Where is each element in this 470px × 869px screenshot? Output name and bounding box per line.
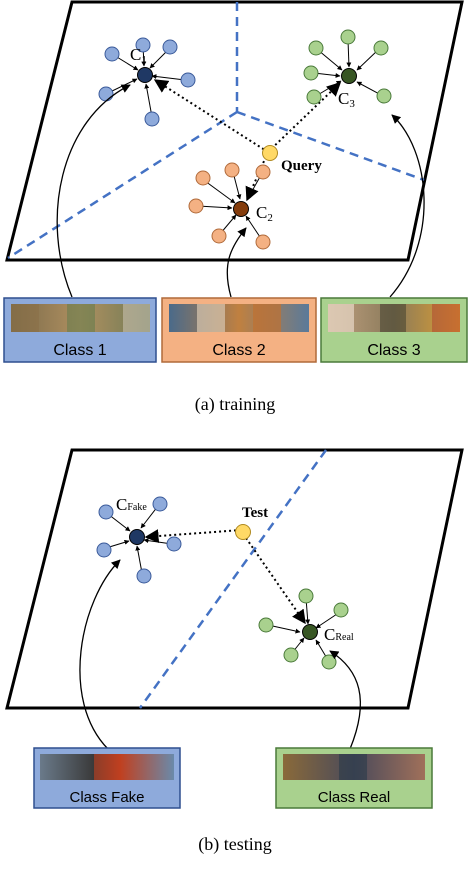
support-point [224,162,240,178]
class-mapping-arrows [56,84,425,298]
centroid-c1 [137,67,153,83]
support-point [136,568,152,584]
support-point [195,170,211,186]
cluster-c2 [188,162,271,250]
support-point [306,89,322,105]
support-point [376,88,392,104]
embedding-plane [5,0,464,262]
centroid-c3 [341,68,357,84]
cluster-c1 [98,37,196,127]
support-point [166,536,182,552]
centroid-real-label: CReal [324,625,354,644]
support-point [283,647,299,663]
cluster-c3 [303,29,392,105]
query-label: Query [281,158,322,174]
class-box-2: Class 2 [161,297,317,363]
test-distance-lines [144,529,306,625]
support-point [144,111,160,127]
support-point [255,234,271,250]
query-point [262,145,278,161]
class-box-fake: Class Fake [33,747,181,809]
support-point [98,504,114,520]
class-box-3: Class 3 [320,297,468,363]
support-point [96,542,112,558]
class-box-1: Class 1 [3,297,157,363]
support-point [255,164,271,180]
caption-training: (a) training [195,394,275,415]
class-box-label: Class 3 [367,342,420,359]
class-box-label: Class Fake [69,789,144,806]
support-point [98,86,114,102]
centroid-c2-label: C2 [256,203,273,224]
decision-boundaries [7,2,425,260]
support-point [340,29,356,45]
support-point [303,65,319,81]
testing-panel: CFake CReal Test Class Fake Class Real (… [5,448,464,855]
support-point [135,37,151,53]
test-label: Test [242,505,268,521]
support-point [298,588,314,604]
class-box-label: Class 2 [212,342,265,359]
support-point [258,617,274,633]
image-thumbnails [169,304,309,332]
test-point [235,524,251,540]
support-point [373,40,389,56]
support-point [180,72,196,88]
cluster-real [258,588,349,670]
support-point [152,496,168,512]
class-mapping-arrows [79,559,362,750]
decision-boundary [138,449,328,709]
class-box-label: Class Real [318,789,391,806]
support-point [211,228,227,244]
support-point [188,198,204,214]
training-panel: C1 C3 C2 Query Class 1 Class 2 Class 3 [3,0,468,415]
support-point [321,654,337,670]
centroid-c3-label: C3 [338,89,355,110]
centroid-real [302,624,318,640]
centroid-c1-label: C1 [130,45,147,66]
caption-testing: (b) testing [198,834,272,855]
class-box-label: Class 1 [53,342,106,359]
centroid-c2 [233,201,249,217]
support-point [162,39,178,55]
support-point [308,40,324,56]
class-box-real: Class Real [275,747,433,809]
cluster-fake [96,496,182,584]
centroid-fake [129,529,145,545]
support-point [333,602,349,618]
centroid-fake-label: CFake [116,495,147,514]
support-point [104,46,120,62]
